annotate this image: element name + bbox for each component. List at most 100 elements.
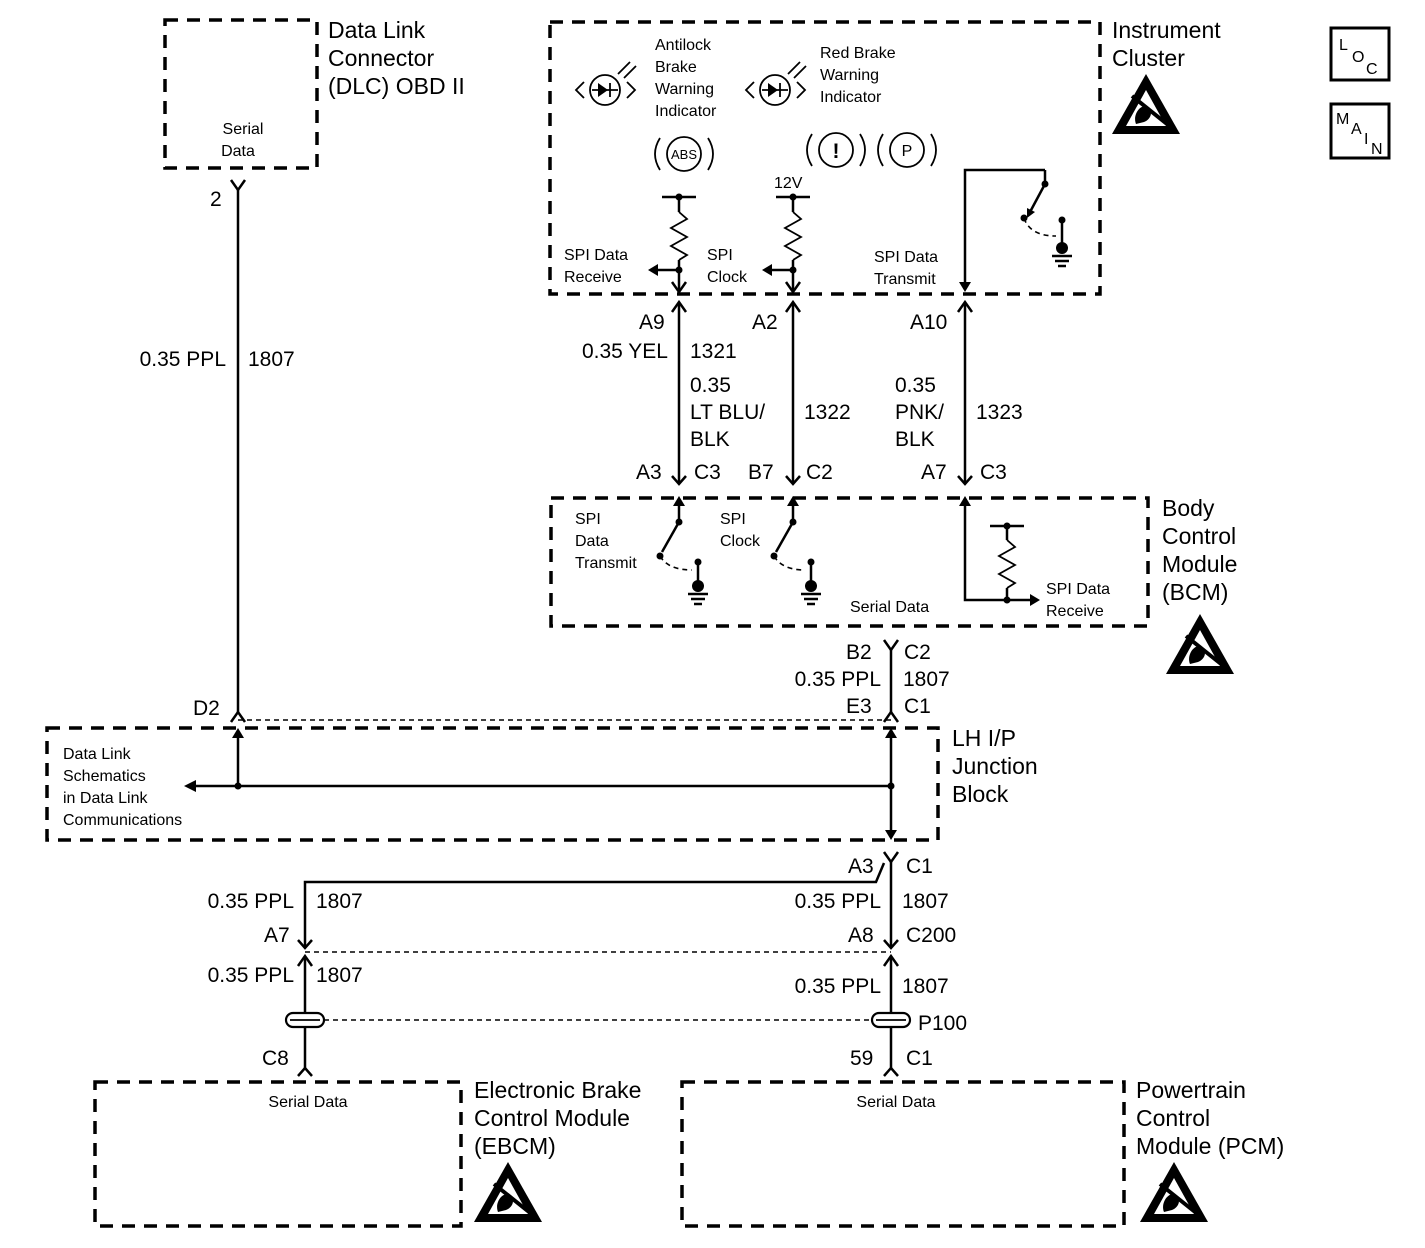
ic-spi-clock-circuit: 12V SPI Clock — [707, 175, 810, 295]
splice-p100 — [284, 1011, 912, 1029]
main-letter-a: A — [1351, 121, 1362, 138]
pin-ic-a2: A2 — [752, 311, 778, 334]
ic-spi-receive-circuit: SPI Data Receive — [564, 193, 696, 295]
pin-c200: C200 — [906, 924, 956, 947]
lower-right-wire: A3 C1 0.35 PPL 1807 A8 C200 0.35 PPL 180… — [795, 851, 967, 1077]
junction-block-module: LH I/P Junction Block Data Link Schemati… — [45, 725, 1038, 842]
right-lower-circuit: 1807 — [902, 975, 949, 998]
pin-bcm-b2: B2 — [846, 641, 872, 664]
pin-bcm-c3b: C3 — [980, 461, 1007, 484]
parking-brake-icon: P — [877, 132, 937, 168]
brake-exclamation-text: ! — [833, 140, 840, 163]
w1322-circuit: 1322 — [804, 401, 851, 424]
abs-lamp-icon — [574, 61, 637, 106]
pin-bcm-c2a: C2 — [806, 461, 833, 484]
left-lower-color: 0.35 PPL — [208, 964, 294, 987]
ic-spi-transmit-circuit: SPI Data Transmit — [874, 168, 1072, 292]
pcm-module: Serial Data Powertrain Control Module (P… — [680, 1077, 1284, 1228]
dlc-title-2: Connector — [328, 45, 434, 71]
pin-ic-a9: A9 — [639, 311, 665, 334]
left-lower-circuit: 1807 — [316, 964, 363, 987]
jb-title-2: Junction — [952, 753, 1038, 779]
red-brake-lamp-icon — [744, 61, 807, 106]
loc-button[interactable]: L O C — [1329, 26, 1391, 82]
main-letter-m: M — [1336, 111, 1349, 128]
w1322-color-3: BLK — [690, 428, 730, 451]
w1321-circuit: 1321 — [690, 340, 737, 363]
ic-spi-receive-1: SPI Data — [564, 247, 628, 264]
bcm-spi-transmit-switch: SPI Data Transmit — [575, 496, 708, 606]
abs-label-1: Antilock — [655, 37, 712, 54]
bcm-title-3: Module — [1162, 551, 1237, 577]
pin-bcm-b7: B7 — [748, 461, 774, 484]
jb-note-4: Communications — [63, 812, 182, 829]
esd-warning-icon — [1110, 72, 1182, 136]
right-upper-color: 0.35 PPL — [795, 890, 881, 913]
brake-exclamation-icon: ! — [806, 132, 866, 168]
abs-label-4: Indicator — [655, 103, 717, 120]
pin-ic-a10: A10 — [910, 311, 947, 334]
pcm-title-1: Powertrain — [1136, 1077, 1246, 1103]
dlc-wire-color: 0.35 PPL — [140, 348, 226, 371]
w1323-color-2: PNK/ — [895, 401, 944, 424]
loc-letter-c: C — [1366, 61, 1378, 78]
pin-jb-d2: D2 — [193, 697, 220, 720]
esd-warning-icon — [1164, 612, 1236, 676]
pin-jb-e3: E3 — [846, 695, 872, 718]
main-button[interactable]: M A I N — [1329, 102, 1391, 160]
w1321-color: 0.35 YEL — [582, 340, 668, 363]
left-upper-color: 0.35 PPL — [208, 890, 294, 913]
dlc-serial-label-1: Serial — [223, 121, 264, 138]
pin-a7: A7 — [264, 924, 290, 947]
w1323-color-1: 0.35 — [895, 374, 936, 397]
instrument-cluster-module: Instrument Cluster Antilock Brake Warnin… — [548, 17, 1221, 296]
dlc-title-3: (DLC) OBD II — [328, 73, 465, 99]
lower-left-wire: 0.35 PPL 1807 A7 0.35 PPL 1807 C8 — [208, 862, 886, 1077]
red-brake-label-2: Warning — [820, 67, 879, 84]
jb-note-3: in Data Link — [63, 790, 148, 807]
left-upper-circuit: 1807 — [316, 890, 363, 913]
ic-title-1: Instrument — [1112, 17, 1221, 43]
pin-bcm-a3: A3 — [636, 461, 662, 484]
dlc-title-1: Data Link — [328, 17, 426, 43]
pcm-serial-label: Serial Data — [856, 1094, 935, 1111]
ebcm-title-2: Control Module — [474, 1105, 630, 1131]
pin-bcm-c3a: C3 — [694, 461, 721, 484]
pcm-title-2: Control — [1136, 1105, 1210, 1131]
ic-spi-transmit-2: Transmit — [874, 271, 936, 288]
w1323-circuit: 1323 — [976, 401, 1023, 424]
ic-title-2: Cluster — [1112, 45, 1185, 71]
ic-spi-transmit-1: SPI Data — [874, 249, 938, 266]
bcm-title-1: Body — [1162, 495, 1215, 521]
abs-label-3: Warning — [655, 81, 714, 98]
dlc-serial-label-2: Data — [221, 143, 255, 160]
right-lower-color: 0.35 PPL — [795, 975, 881, 998]
dlc-wire-circuit: 1807 — [248, 348, 295, 371]
jb-note-2: Schematics — [63, 768, 146, 785]
bcm-spi-receive-2: Receive — [1046, 603, 1104, 620]
ebcm-title-3: (EBCM) — [474, 1133, 556, 1159]
bcm-title-2: Control — [1162, 523, 1236, 549]
bcm-wire-circuit: 1807 — [903, 668, 950, 691]
bcm-spi-receive-circuit: SPI Data Receive — [959, 496, 1110, 620]
ic-12v-label: 12V — [774, 175, 803, 192]
right-upper-circuit: 1807 — [902, 890, 949, 913]
red-brake-label-3: Indicator — [820, 89, 882, 106]
w1323-color-3: BLK — [895, 428, 935, 451]
ebcm-title-1: Electronic Brake — [474, 1077, 641, 1103]
pcm-title-3: Module (PCM) — [1136, 1133, 1284, 1159]
pin-p100: P100 — [918, 1012, 967, 1035]
esd-warning-icon — [1138, 1160, 1210, 1224]
w1322-color-2: LT BLU/ — [690, 401, 765, 424]
w1322-color-1: 0.35 — [690, 374, 731, 397]
pin-jb-c1b: C1 — [906, 855, 933, 878]
main-letter-i: I — [1364, 131, 1368, 148]
loc-letter-l: L — [1339, 37, 1348, 54]
dlc-module: Serial Data Data Link Connector (DLC) OB… — [163, 17, 465, 170]
jb-note-1: Data Link — [63, 746, 132, 763]
abs-symbol-icon: ABS — [654, 136, 714, 172]
bcm-wire-color: 0.35 PPL — [795, 668, 881, 691]
dlc-wire: 2 0.35 PPL 1807 D2 — [140, 179, 295, 723]
bcm-spi-transmit-2: Data — [575, 533, 609, 550]
